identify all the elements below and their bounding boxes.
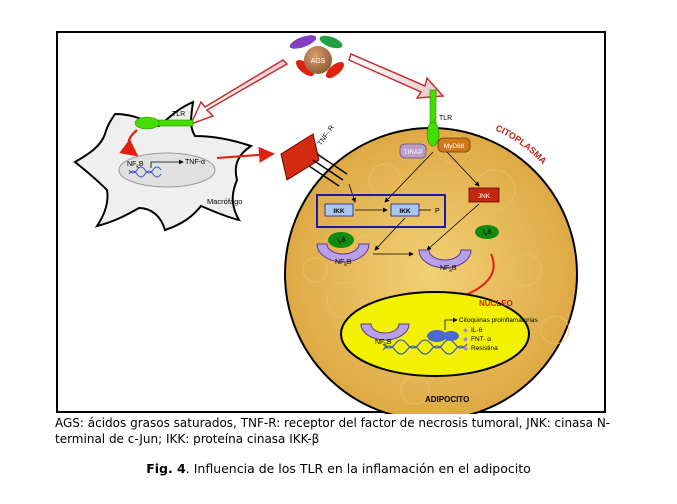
arrow-jnk-to-complex (426, 203, 480, 251)
nfkb-label-2: NFkB (440, 265, 457, 274)
arrow-cytokine-transcription (444, 317, 458, 330)
ikk-complex-box (316, 194, 446, 228)
ikk-label-2: IKK (399, 208, 411, 215)
nucleus-nfkb (360, 323, 410, 341)
figure-title: Fig. 4. Influencia de los TLR en la infl… (0, 461, 677, 476)
cytokines-list: ◆IL-6 ◆FNT- α ◆Resistina (463, 327, 498, 352)
myd88-protein (437, 137, 471, 153)
nfkb-label-1: NFkB (335, 259, 352, 268)
arrow-myd88-to-jnk (446, 151, 480, 187)
transcription-factor-2 (443, 331, 459, 341)
macrophage-dna (128, 166, 162, 178)
svg-text:◆: ◆ (463, 327, 469, 334)
macrophage-tlr-label: TLR (172, 111, 185, 118)
adipocyte-tlr-label: TLR (439, 115, 452, 122)
tirap-label: TIRAP (403, 149, 422, 156)
adipocito-label: ADIPOCITO (425, 395, 469, 404)
tnf-receptor (280, 133, 348, 187)
ikk-label-1: IKK (333, 208, 345, 215)
figure-title-text: . Influencia de los TLR en la inflamació… (185, 461, 531, 476)
nfkb-ikb-complex (316, 232, 370, 263)
arrow-ags-to-macrophage (189, 59, 289, 126)
arrow-tnf-transcription (150, 159, 184, 168)
macrophage-label: Macrófago (207, 197, 242, 206)
tlr-inflammation-diagram: AGS TLR NFkB TNF-α Macrófago TNF- R (56, 31, 606, 414)
figure-caption: AGS: ácidos grasos saturados, TNF-R: rec… (55, 416, 611, 446)
macrophage-nfkb: NFkB (127, 161, 144, 170)
tnf-alpha-label: TNF-α (185, 159, 205, 166)
macrophage-nucleus (118, 152, 216, 188)
ikk-protein-1 (324, 203, 354, 217)
arrow-tnfr-to-ikk (348, 183, 357, 203)
arrow-ags-to-adipocyte (348, 52, 445, 99)
arrow-tlr-signal (119, 129, 139, 157)
cytokine-fnt: FNT- α (471, 336, 491, 343)
arrow-myd88-to-ikk (384, 151, 434, 203)
tirap-protein (399, 143, 427, 159)
cytokine-resistina: Resistina (471, 345, 498, 352)
nfkb-label-3: NFkB (375, 339, 392, 348)
figure-number: Fig. 4 (146, 461, 186, 476)
arrow-ikk-to-complex (374, 217, 406, 251)
jnk-protein (468, 187, 500, 203)
arrow-tnf-to-receptor (216, 146, 275, 163)
svg-text:◆: ◆ (463, 345, 469, 352)
ikb-label-1: IkB (337, 237, 346, 246)
phospho-label: P (435, 208, 440, 215)
ags-molecule: AGS (289, 35, 345, 79)
released-ikb (475, 225, 499, 239)
svg-text:◆: ◆ (463, 336, 469, 343)
myd88-label: MyD88 (444, 143, 465, 150)
free-nfkb (418, 249, 472, 269)
ikb-label-2: IkB (483, 229, 492, 238)
cytokines-title: Citoquinas proinflamatorias (459, 317, 539, 324)
nucleus-dna (382, 339, 468, 355)
jnk-label: JNK (478, 193, 491, 200)
adipocyte-tlr (426, 89, 440, 147)
cytokine-il6: IL-6 (471, 327, 483, 334)
macrophage-tlr (134, 116, 194, 130)
ags-label: AGS (311, 58, 326, 65)
transcription-factor (427, 330, 447, 342)
nucleo-label: NUCLEO (479, 299, 513, 308)
